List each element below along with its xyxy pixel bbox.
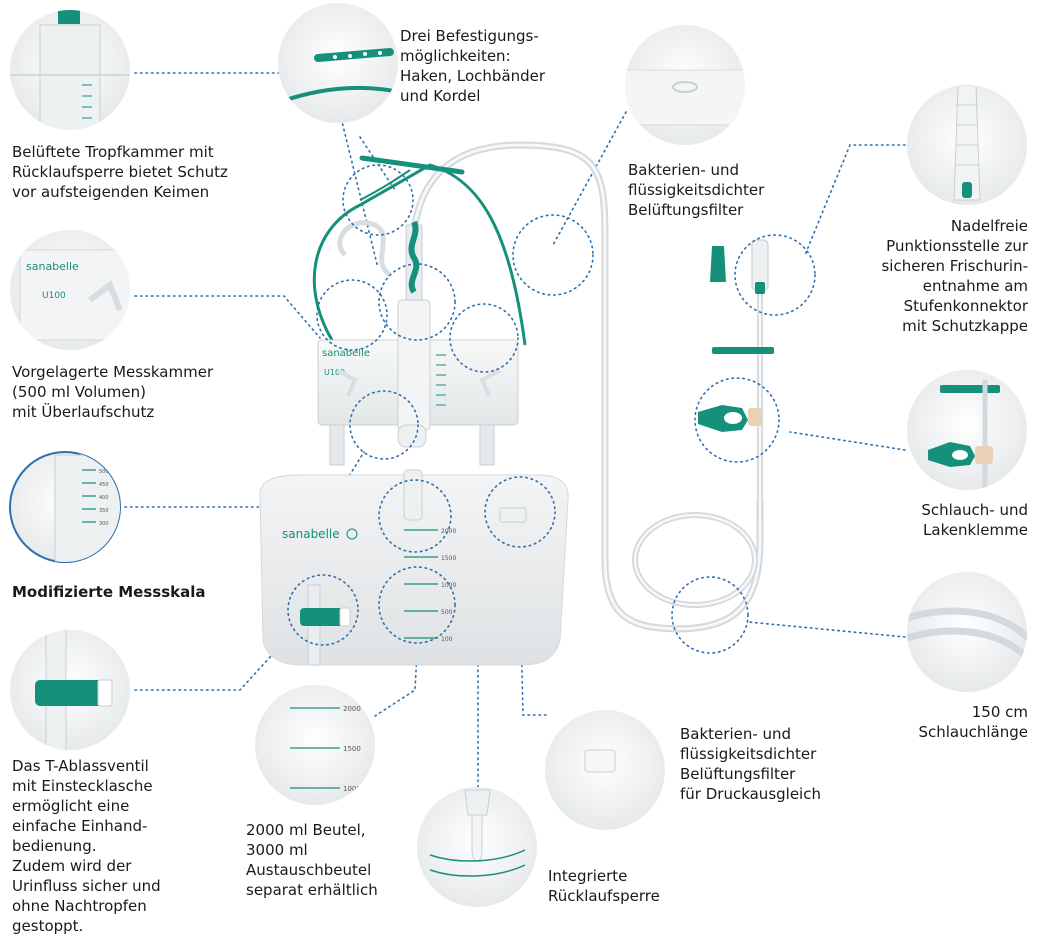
detail-klemme — [907, 370, 1027, 490]
detail-punktion — [907, 85, 1027, 205]
detail-befestigung — [278, 3, 398, 123]
zoom-chamber-scale-label: 500 — [99, 469, 109, 475]
label-filter-bottom: Bakterien- und flüssigkeitsdichter Belüf… — [680, 725, 821, 803]
bag-scale-label: 100 — [441, 636, 453, 643]
detail-schlauch — [907, 572, 1027, 692]
label-beutel: 2000 ml Beutel, 3000 ml Austauschbeutel … — [246, 821, 378, 899]
label-tropfkammer: Belüftete Tropfkammer mit Rücklaufsperre… — [12, 143, 228, 201]
detail-filter-bottom — [545, 710, 665, 830]
label-messskala: Modifizierte Messskala — [12, 583, 206, 601]
detail-markers — [287, 164, 816, 654]
label-klemme: Schlauch- und Lakenklemme — [921, 501, 1028, 539]
chamber-brand: sanabelle — [322, 348, 370, 359]
label-filter-top: Bakterien- und flüssigkeitsdichter Belüf… — [628, 161, 765, 219]
zoom-bag-scale-label: 2000 — [343, 705, 361, 713]
detail-ruecklauf — [417, 787, 537, 907]
detail-tropfkammer — [10, 10, 130, 130]
main-product: sanabelle U100 sanabelle 2000 1500 1000 500… — [259, 141, 774, 666]
bag-brand: sanabelle — [282, 527, 340, 541]
zoom-chamber-scale-label: 450 — [99, 482, 109, 488]
detail-messskala: 500 450 400 350 300 — [9, 451, 121, 563]
messkammer-brand: sanabelle — [26, 260, 79, 273]
label-ruecklauf: Integrierte Rücklaufsperre — [548, 867, 660, 905]
zoom-bag-scale-label: 1000 — [343, 785, 361, 793]
bag-scale-label: 500 — [441, 609, 453, 616]
bag-scale: 2000 1500 1000 500 100 — [404, 528, 456, 643]
zoom-chamber-scale-label: 400 — [99, 495, 109, 501]
label-schlauch: 150 cm Schlauchlänge — [918, 703, 1028, 741]
label-punktion: Nadelfreie Punktionsstelle zur sicheren … — [881, 217, 1028, 335]
bag-scale-label: 1000 — [441, 582, 456, 589]
zoom-chamber-scale-label: 350 — [99, 508, 109, 514]
messkammer-model: U100 — [42, 291, 66, 301]
detail-beutel: 2000 1500 1000 — [255, 685, 375, 805]
label-ablassventil: Das T-Ablassventil mit Einstecklasche er… — [12, 757, 161, 935]
bag-scale-label: 1500 — [441, 555, 456, 562]
detail-messkammer: sanabelle U100 — [10, 230, 130, 350]
leader-lines — [124, 72, 906, 788]
detail-ablassventil — [10, 630, 130, 750]
label-befestigung: Drei Befestigungs- möglichkeiten: Haken,… — [400, 27, 546, 105]
bag-scale-label: 2000 — [441, 528, 456, 535]
label-messkammer: Vorgelagerte Messkammer (500 ml Volumen)… — [12, 363, 214, 421]
zoom-chamber-scale-label: 300 — [99, 521, 109, 527]
chamber-model: U100 — [324, 368, 345, 377]
detail-filter-top — [625, 25, 745, 145]
zoom-bag-scale-label: 1500 — [343, 745, 361, 753]
